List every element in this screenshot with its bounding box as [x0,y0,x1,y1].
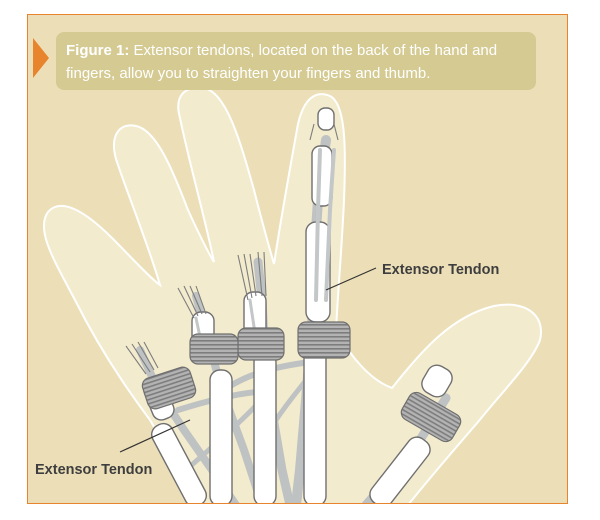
figure-caption: Figure 1: Extensor tendons, located on t… [56,32,536,90]
hand-outline [42,86,542,503]
upper-callout-line [325,267,377,291]
caption-arrow-icon [33,38,49,78]
lower-tendon-label: Extensor Tendon [35,462,152,478]
tendon-fibres [125,123,339,375]
caption-text: Extensor tendons, located on the back of… [66,42,498,82]
tendon-sheaths [141,321,462,443]
caption-label: Figure 1: [66,42,130,59]
lower-callout-line [119,419,191,453]
upper-tendon-label: Extensor Tendon [382,262,499,278]
